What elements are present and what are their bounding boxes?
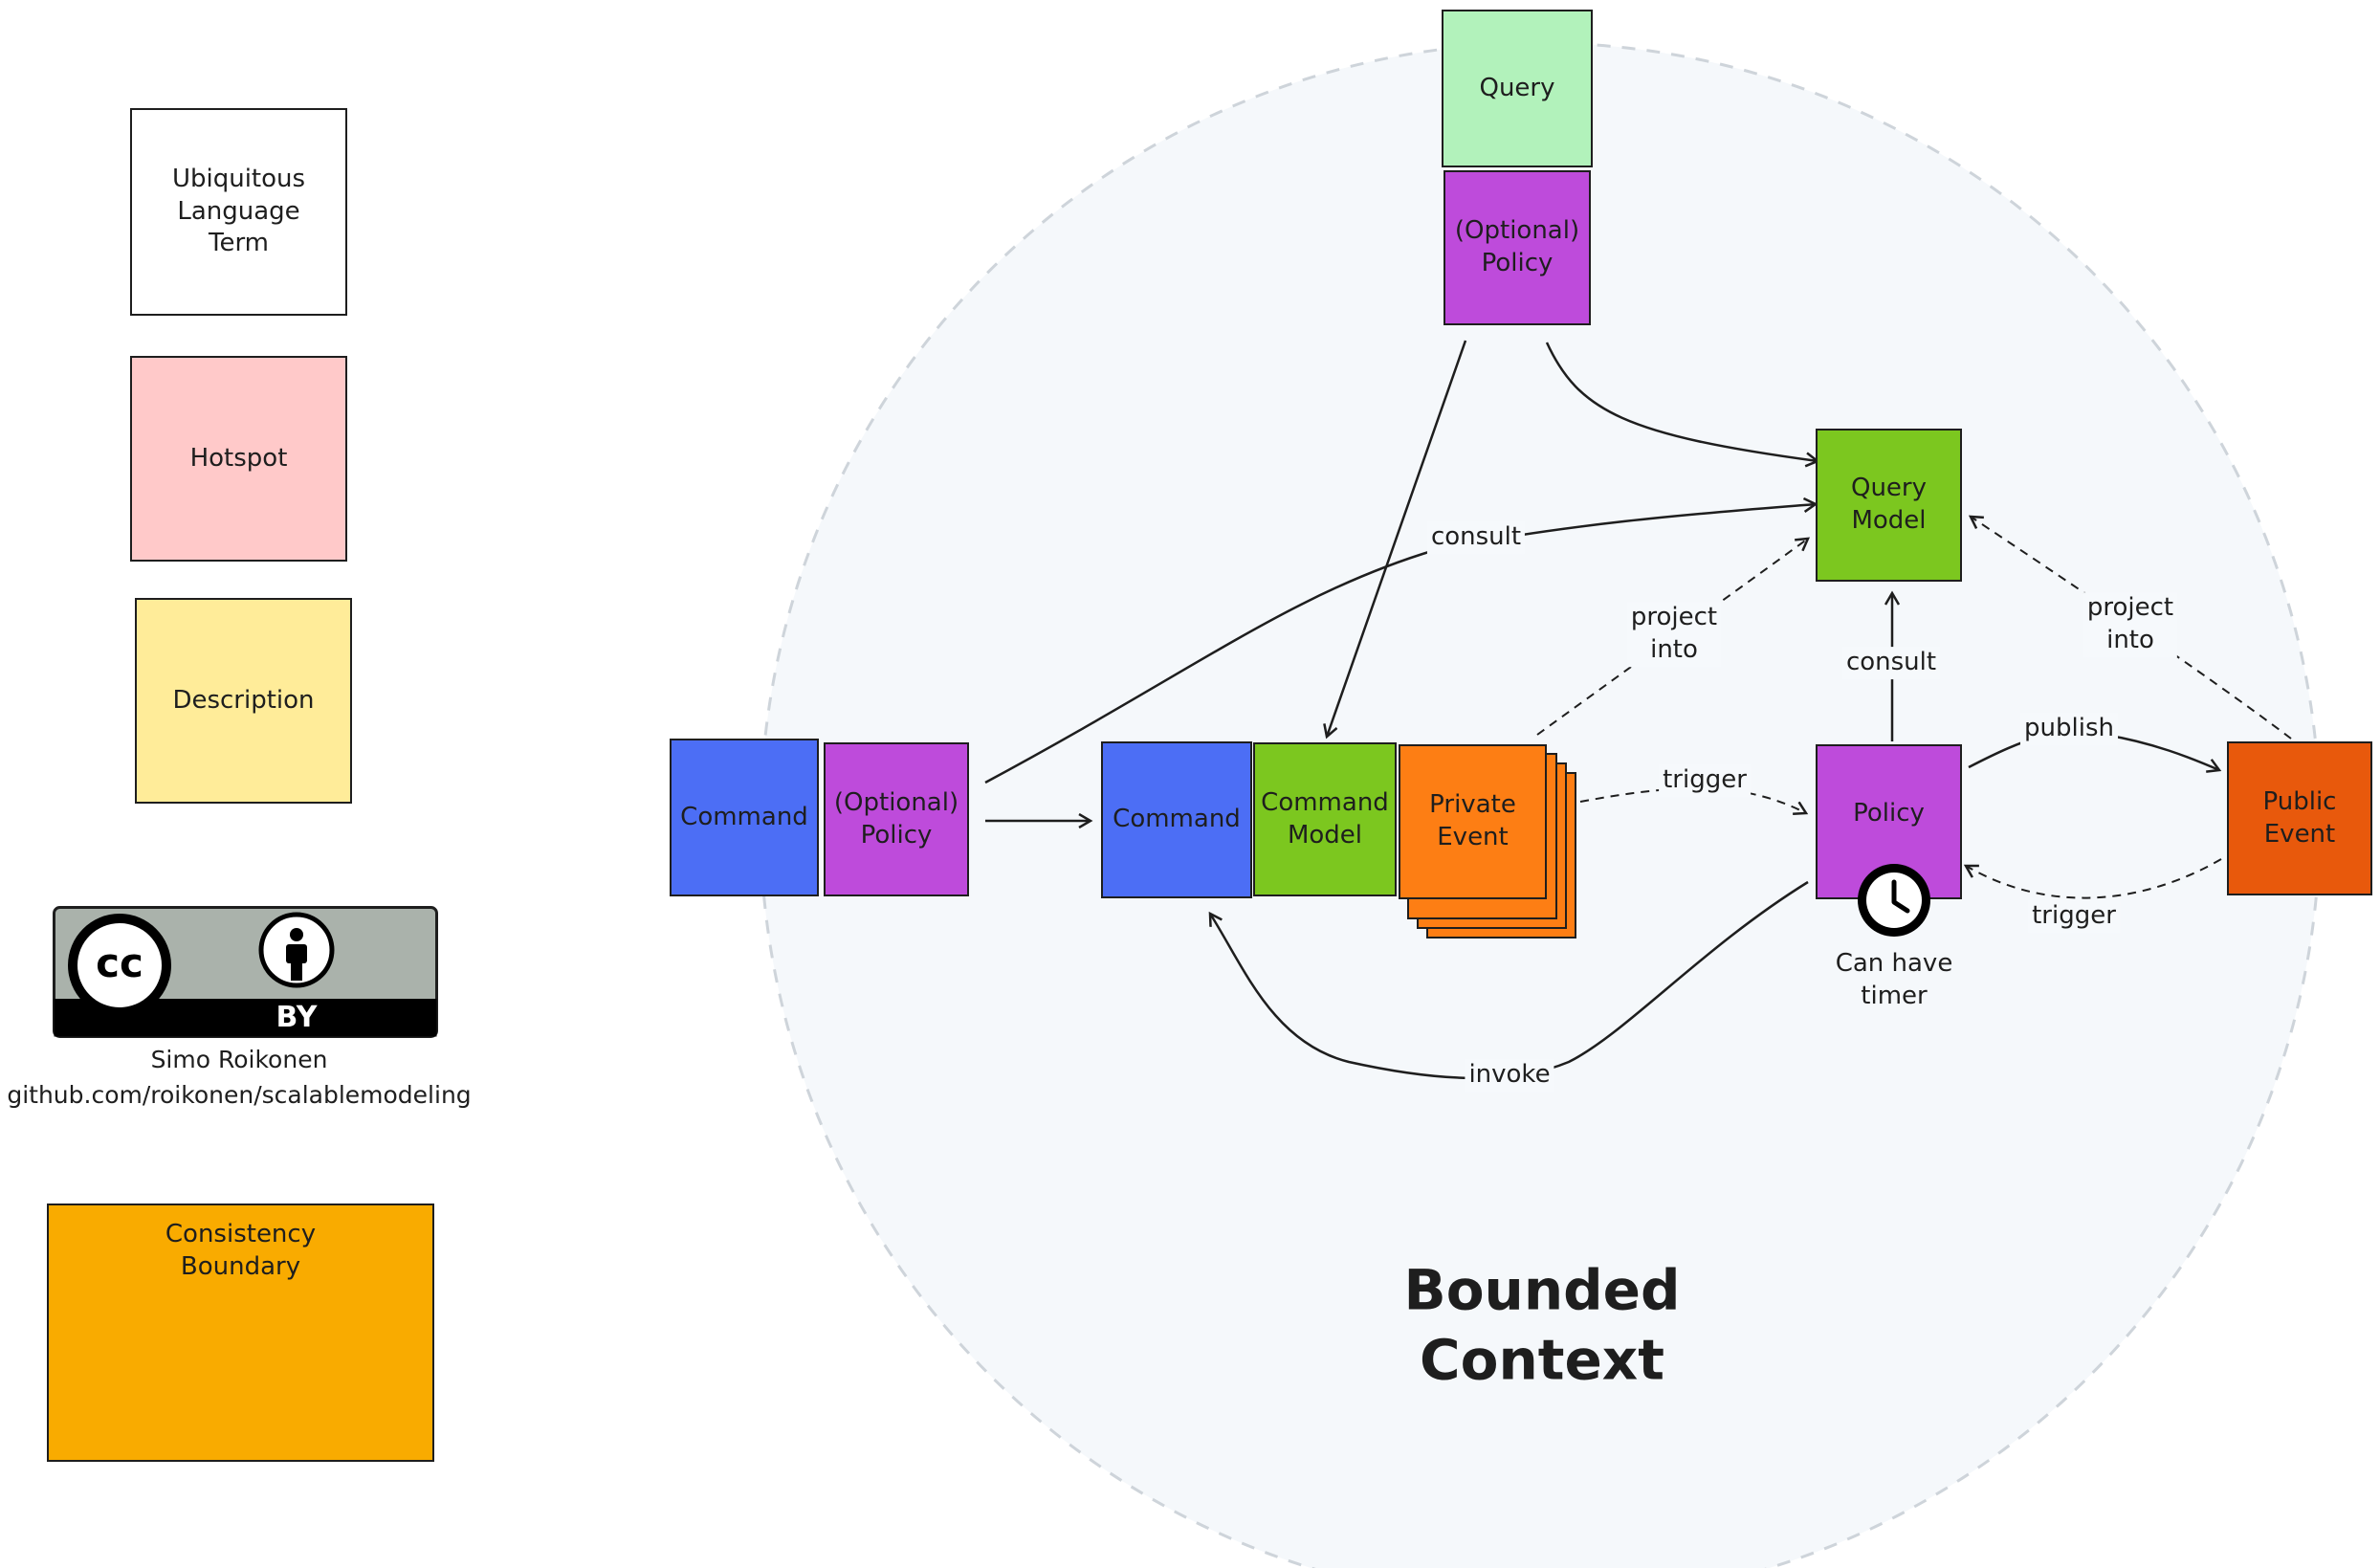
timer-note: Can have timer	[1835, 949, 1953, 1010]
arrow-public-event-trigger-policy	[1966, 858, 2222, 899]
edge-label-publish: publish	[2020, 713, 2118, 745]
top-optional-policy-label: (Optional) Policy	[1454, 216, 1580, 277]
edge-label-consult-right: consult	[1841, 647, 1941, 679]
legend-consistency-boundary-label: Consistency Boundary	[165, 1220, 317, 1281]
private-event-note: Private Event	[1399, 744, 1547, 899]
edge-label-trigger-back: trigger	[2028, 900, 2120, 933]
arrow-top-policy-to-query-model	[1545, 342, 1818, 461]
legend-hotspot-label: Hotspot	[189, 443, 288, 473]
edge-label-project-into-left: project into	[1626, 602, 1722, 667]
command-model-note: Command Model	[1253, 742, 1397, 896]
policy-note: Policy	[1816, 744, 1962, 899]
legend-description-label: Description	[172, 685, 315, 715]
left-optional-policy-note: (Optional) Policy	[824, 742, 969, 896]
private-event-label: Private Event	[1429, 790, 1516, 851]
edge-label-consult-top: consult	[1426, 521, 1526, 554]
left-command-note: Command	[670, 739, 819, 896]
public-event-note: Public Event	[2227, 741, 2372, 895]
legend-ubiquitous-language-term: Ubiquitous Language Term	[130, 108, 347, 316]
left-command-label: Command	[680, 802, 808, 831]
query-note: Query	[1442, 10, 1593, 167]
edge-label-project-into-right: project into	[2082, 592, 2178, 657]
command-note: Command	[1101, 741, 1252, 898]
command-label: Command	[1113, 805, 1241, 834]
cc-icon: cc	[96, 939, 143, 986]
legend-description: Description	[135, 598, 352, 804]
arrow-top-policy-to-command-model	[1327, 340, 1467, 737]
query-model-note: Query Model	[1816, 429, 1962, 582]
repo-link[interactable]: github.com/roikonen/scalablemodeling	[7, 1081, 472, 1109]
query-model-label: Query Model	[1850, 474, 1927, 535]
command-model-label: Command Model	[1261, 787, 1389, 850]
policy-label: Policy	[1853, 799, 1925, 828]
cc-by-license-badge: cc BY	[53, 906, 438, 1038]
edge-label-trigger-mid: trigger	[1659, 764, 1751, 797]
author-name: Simo Roikonen	[150, 1046, 328, 1073]
query-label: Query	[1479, 73, 1555, 102]
by-label: BY	[275, 1001, 318, 1034]
left-optional-policy-label: (Optional) Policy	[833, 787, 959, 850]
public-event-label: Public Event	[2262, 786, 2337, 849]
arrow-public-event-project-into	[1971, 517, 2292, 740]
arrow-private-event-project-into	[1536, 539, 1808, 736]
legend-consistency-boundary: Consistency Boundary	[47, 1204, 434, 1462]
legend-hotspot: Hotspot	[130, 356, 347, 562]
bounded-context-title: Bounded Context	[1403, 1257, 1681, 1393]
cc-by-badge-graphic	[53, 906, 438, 1038]
top-optional-policy-note: (Optional) Policy	[1443, 170, 1591, 325]
clock-icon	[1855, 861, 1933, 939]
legend-ubiquitous-language-term-label: Ubiquitous Language Term	[171, 164, 306, 258]
edge-label-invoke: invoke	[1465, 1059, 1554, 1092]
arrow-consult-to-query-model	[984, 504, 1816, 784]
